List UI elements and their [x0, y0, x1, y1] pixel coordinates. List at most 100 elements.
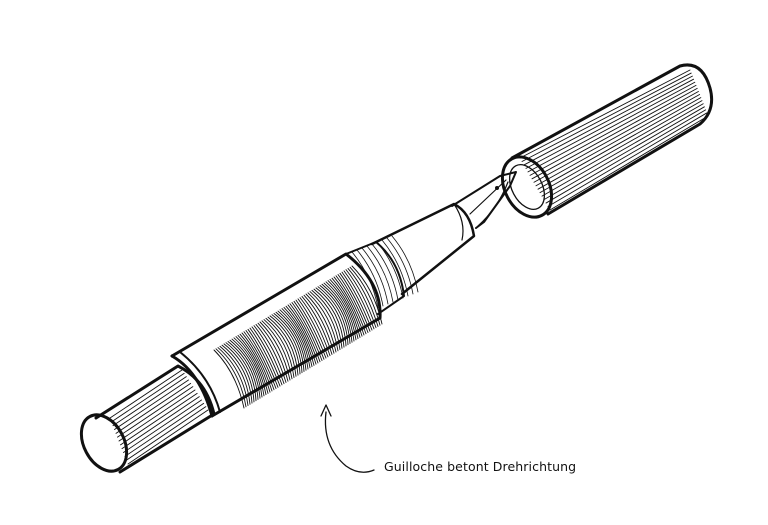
- sketch-stroke: [241, 332, 273, 392]
- sketch-stroke: [527, 81, 696, 173]
- sketch-stroke: [356, 249, 384, 307]
- sketch-stroke: [257, 322, 289, 382]
- sketch-stroke: [283, 306, 315, 366]
- sketch-stroke: [114, 379, 189, 430]
- sketch-stroke: [321, 283, 353, 343]
- sketch-stroke: [120, 392, 198, 446]
- sketch-stroke: [287, 304, 319, 364]
- sketch-stroke: [547, 112, 708, 207]
- pen-grip-section: [370, 202, 476, 296]
- guilloche-pattern: [213, 265, 383, 409]
- sketch-stroke: [309, 291, 341, 351]
- sketch-stroke: [313, 288, 345, 348]
- sketch-stroke: [519, 69, 691, 159]
- sketch-stroke: [327, 280, 359, 340]
- sketch-stroke: [127, 409, 209, 465]
- sketch-stroke: [543, 106, 705, 201]
- sketch-stroke: [323, 282, 355, 342]
- sketch-stroke: [291, 302, 323, 361]
- sketch-stroke: [545, 109, 707, 204]
- sketch-stroke: [539, 100, 703, 194]
- sketch-stroke: [376, 241, 404, 299]
- sketch-stroke: [319, 285, 351, 344]
- sketch-stroke: [239, 333, 271, 393]
- sketch-stroke: [285, 305, 317, 365]
- sketch-stroke: [289, 303, 321, 363]
- sketch-stroke: [293, 300, 325, 360]
- sketch-stroke: [347, 267, 379, 327]
- pen-cap: [500, 63, 714, 219]
- sketch-stroke: [315, 287, 347, 347]
- sketch-stroke: [349, 266, 381, 326]
- sketch-stroke: [215, 348, 247, 408]
- sketch-stroke: [253, 325, 285, 385]
- sketch-stroke: [249, 327, 281, 387]
- sketch-stroke: [111, 372, 185, 423]
- sketch-stroke: [339, 272, 371, 332]
- sketch-stroke: [295, 299, 327, 359]
- sketch-stroke: [109, 369, 183, 419]
- sketch-stroke: [529, 84, 697, 176]
- sketch-stroke: [341, 271, 373, 331]
- pen-barrel-guilloche: [170, 252, 383, 418]
- sketch-stroke: [115, 382, 192, 434]
- sketch-stroke: [225, 342, 257, 402]
- sketch-stroke: [123, 399, 202, 453]
- sketch-stroke: [386, 237, 414, 295]
- sketch-stroke: [259, 321, 291, 381]
- pen-end-cap: [79, 364, 216, 474]
- sketch-stroke: [275, 311, 307, 371]
- sketch-stroke: [541, 103, 704, 197]
- annotation-label: Guilloche betont Drehrichtung: [384, 459, 577, 474]
- sketch-stroke: [223, 343, 255, 403]
- sketch-stroke: [255, 323, 287, 383]
- sketch-stroke: [366, 245, 394, 303]
- sketch-stroke: [231, 338, 263, 398]
- sketch-stroke: [112, 376, 187, 427]
- sketch-stroke: [213, 349, 245, 409]
- sketch-stroke: [537, 97, 702, 190]
- sketch-stroke: [245, 330, 277, 389]
- sketch-stroke: [329, 278, 361, 338]
- sketch-stroke: [251, 326, 283, 386]
- sketch-stroke: [261, 320, 293, 380]
- sketch-stroke: [263, 319, 295, 379]
- sketch-stroke: [325, 281, 357, 341]
- pen-nib: [451, 171, 517, 229]
- sketch-stroke: [333, 276, 365, 336]
- sketch-stroke: [303, 294, 335, 354]
- sketch-stroke: [118, 389, 196, 442]
- sketch-stroke: [269, 315, 301, 375]
- sketch-stroke: [233, 337, 265, 397]
- sketch-stroke: [337, 274, 369, 333]
- sketch-stroke: [247, 328, 279, 388]
- sketch-stroke: [301, 295, 333, 355]
- sketch-stroke: [523, 75, 693, 166]
- sketch-stroke: [279, 309, 311, 369]
- sketch-stroke: [331, 277, 363, 337]
- sketch-stroke: [277, 310, 309, 370]
- sketch-stroke: [345, 269, 377, 329]
- sketch-stroke: [227, 341, 259, 400]
- end-cap-fluting: [109, 369, 209, 465]
- sketch-stroke: [381, 239, 409, 297]
- sketch-stroke: [271, 314, 303, 374]
- sketch-stroke: [273, 313, 305, 372]
- sketch-stroke: [117, 386, 194, 438]
- sketch-stroke: [535, 94, 701, 187]
- sketch-stroke: [533, 91, 699, 183]
- sketch-stroke: [335, 275, 367, 335]
- sketch-stroke: [343, 270, 375, 330]
- sketch-stroke: [221, 344, 253, 404]
- sketch-stroke: [121, 396, 200, 450]
- sketch-stroke: [235, 336, 267, 396]
- sketch-stroke: [307, 292, 339, 352]
- sketch-stroke: [351, 265, 383, 325]
- sketch-stroke: [217, 347, 249, 407]
- sketch-stroke: [297, 298, 329, 358]
- sketch-stroke: [281, 308, 313, 368]
- sketch-stroke: [521, 72, 692, 162]
- sketch-stroke: [371, 243, 399, 301]
- sketch-stroke: [361, 247, 389, 305]
